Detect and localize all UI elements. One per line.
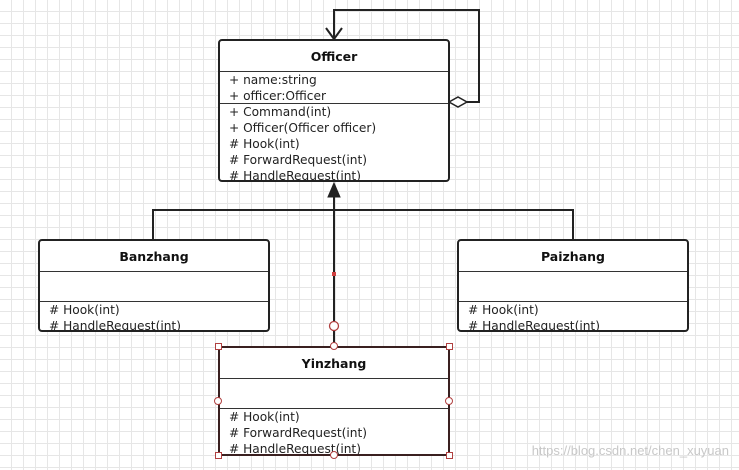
attribute-name: + name:string bbox=[229, 73, 317, 87]
aggregation-diamond bbox=[447, 96, 469, 108]
connection-point-bottom[interactable] bbox=[330, 451, 338, 459]
class-paizhang-name: Paizhang bbox=[459, 241, 687, 272]
operation-officer-constructor: + Officer(Officer officer) bbox=[229, 121, 377, 135]
class-banzhang[interactable]: Banzhang # Hook(int) # HandleRequest(int… bbox=[38, 239, 270, 332]
connector-midpoint-handle[interactable] bbox=[332, 272, 336, 276]
operation-handle-request: # HandleRequest(int) bbox=[229, 442, 361, 456]
operation-hook: # Hook(int) bbox=[49, 303, 120, 317]
class-officer-attributes: + name:string + officer:Officer bbox=[220, 72, 448, 104]
class-yinzhang-name: Yinzhang bbox=[220, 348, 448, 379]
resize-handle-top-left[interactable] bbox=[215, 343, 222, 350]
operation-handle-request: # HandleRequest(int) bbox=[468, 319, 600, 332]
operation-command: + Command(int) bbox=[229, 105, 332, 119]
class-yinzhang-operations: # Hook(int) # ForwardRequest(int) # Hand… bbox=[220, 409, 448, 456]
operation-handle-request: # HandleRequest(int) bbox=[49, 319, 181, 332]
watermark-text: https://blog.csdn.net/chen_xuyuan bbox=[531, 443, 729, 458]
class-officer-name: Officer bbox=[220, 41, 448, 72]
resize-handle-bottom-right[interactable] bbox=[446, 452, 453, 459]
class-banzhang-operations: # Hook(int) # HandleRequest(int) bbox=[40, 302, 268, 332]
class-officer-operations: + Command(int) + Officer(Officer officer… bbox=[220, 104, 448, 182]
resize-handle-bottom-left[interactable] bbox=[215, 452, 222, 459]
connection-point-left[interactable] bbox=[214, 397, 222, 405]
operation-handle-request: # HandleRequest(int) bbox=[229, 169, 361, 182]
generalization-line-banzhang[interactable] bbox=[152, 209, 334, 240]
class-banzhang-attributes bbox=[40, 272, 268, 302]
generalization-line-paizhang[interactable] bbox=[334, 209, 574, 240]
operation-hook: # Hook(int) bbox=[229, 137, 300, 151]
class-paizhang-attributes bbox=[459, 272, 687, 302]
attribute-officer: + officer:Officer bbox=[229, 89, 327, 103]
connector-endpoint-handle[interactable] bbox=[328, 320, 340, 332]
connection-point-right[interactable] bbox=[445, 397, 453, 405]
class-banzhang-name: Banzhang bbox=[40, 241, 268, 272]
operation-forward-request: # ForwardRequest(int) bbox=[229, 153, 368, 167]
resize-handle-top-right[interactable] bbox=[446, 343, 453, 350]
operation-hook: # Hook(int) bbox=[468, 303, 539, 317]
operation-forward-request: # ForwardRequest(int) bbox=[229, 426, 368, 440]
class-officer[interactable]: Officer + name:string + officer:Officer … bbox=[218, 39, 450, 182]
class-yinzhang[interactable]: Yinzhang # Hook(int) # ForwardRequest(in… bbox=[218, 346, 450, 456]
class-yinzhang-attributes bbox=[220, 379, 448, 409]
class-paizhang-operations: # Hook(int) # HandleRequest(int) bbox=[459, 302, 687, 332]
connection-point-top[interactable] bbox=[330, 342, 338, 350]
class-paizhang[interactable]: Paizhang # Hook(int) # HandleRequest(int… bbox=[457, 239, 689, 332]
operation-hook: # Hook(int) bbox=[229, 410, 300, 424]
self-association-line[interactable] bbox=[333, 9, 480, 103]
generalization-arrowhead bbox=[327, 181, 341, 198]
